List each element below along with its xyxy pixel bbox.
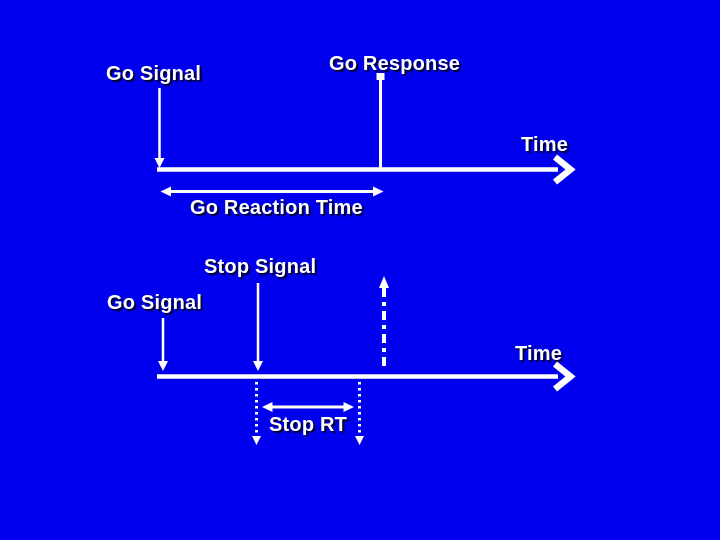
stop-trial-go-signal-down-arrow-icon bbox=[158, 318, 168, 371]
go-trial-time-label: Time bbox=[521, 134, 569, 156]
go-trial-go-response-label: Go Response bbox=[329, 53, 461, 75]
stop-rt-label: Stop RT bbox=[269, 414, 348, 436]
timeline-arrowhead-icon bbox=[552, 154, 576, 185]
stop-signal-down-arrow-icon bbox=[253, 283, 263, 371]
timeline-arrowhead-icon bbox=[552, 361, 576, 392]
go-reaction-time-double-arrow-icon bbox=[160, 186, 384, 197]
stop-trial-diagram bbox=[157, 276, 576, 445]
go-trial-go-signal-label: Go Signal bbox=[106, 63, 202, 85]
go-trial-diagram bbox=[154, 73, 576, 197]
stop-trial-timeline-axis bbox=[157, 361, 576, 392]
go-response-marker-line bbox=[376, 73, 385, 168]
stop-trial-time-label: Time bbox=[515, 343, 563, 365]
stop-rt-left-dotted-line bbox=[252, 382, 261, 445]
go-trial-timeline-axis bbox=[157, 154, 576, 185]
inhibited-response-dashed-line bbox=[379, 276, 389, 371]
go-reaction-time-label: Go Reaction Time bbox=[190, 197, 363, 219]
stop-rt-right-dotted-line bbox=[355, 382, 364, 445]
stop-trial-stop-signal-label: Stop Signal bbox=[204, 256, 317, 278]
go-signal-down-arrow-icon bbox=[154, 88, 165, 168]
stop-trial-go-signal-label: Go Signal bbox=[107, 292, 203, 314]
stop-rt-double-arrow-icon bbox=[262, 402, 354, 412]
